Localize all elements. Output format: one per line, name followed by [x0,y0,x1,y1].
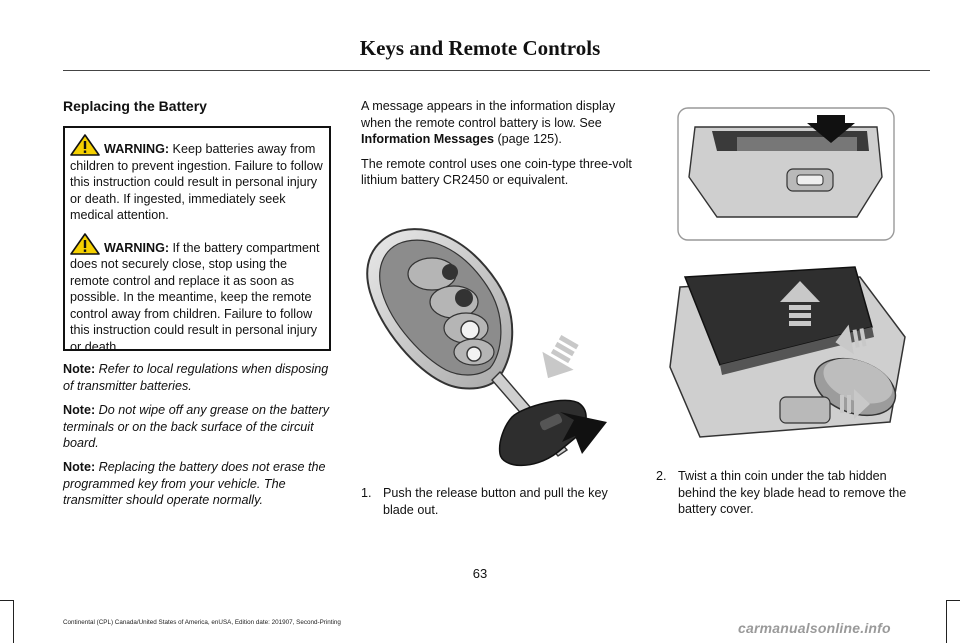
section-title: Replacing the Battery [63,98,207,114]
crop-mark [946,600,960,601]
crop-mark [946,600,947,643]
note-text: Refer to local regulations when disposin… [63,362,329,393]
warning-box: WARNING: Keep batteries away from childr… [63,126,331,354]
step-1: 1. Push the release button and pull the … [361,485,636,521]
step-number: 1. [361,486,372,500]
note-label: Note: [63,362,96,376]
intro-text: A message appears in the information dis… [361,98,636,189]
note-label: Note: [63,403,96,417]
crop-mark [0,600,14,601]
step-2: 2. Twist a thin coin under the tab hidde… [656,468,918,520]
note: Note: Replacing the battery does not era… [63,459,335,509]
warning-triangle-icon [70,232,100,255]
warning-paragraph: WARNING: Keep batteries away from childr… [70,134,324,224]
cross-reference-link[interactable]: Information Messages [361,132,494,146]
warning-paragraph: WARNING: If the battery compartment does… [70,232,324,356]
note: Note: Do not wipe off any grease on the … [63,402,335,452]
key-fob-illustration [366,228,607,467]
note-label: Note: [63,460,96,474]
warning-label: WARNING: [104,240,170,255]
header-divider [63,70,930,71]
step-number: 2. [656,469,667,483]
step-text: Twist a thin coin under the tab hidden b… [678,469,907,516]
step-text: Push the release button and pull the key… [383,486,608,517]
intro-paragraph: A message appears in the information dis… [361,99,616,146]
warning-label: WARNING: [104,142,170,156]
note-text: Replacing the battery does not erase the… [63,460,326,507]
warning-text: If the battery compartment does not secu… [70,240,320,354]
page-number: 63 [472,566,488,581]
battery-cover-tab-illustration [677,107,895,241]
note: Note: Refer to local regulations when di… [63,361,335,394]
edition-footer: Continental (CPL) Canada/United States o… [63,619,341,626]
intro-paragraph: The remote control uses one coin-type th… [361,156,632,188]
warning-text: Keep batteries away from children to pre… [70,142,323,222]
battery-removal-illustration [669,266,906,438]
watermark: carmanualsonline.info [738,620,891,636]
crop-mark [13,600,14,643]
note-text: Do not wipe off any grease on the batter… [63,403,330,450]
page-header-title: Keys and Remote Controls [359,36,601,60]
warning-triangle-icon [70,134,100,156]
